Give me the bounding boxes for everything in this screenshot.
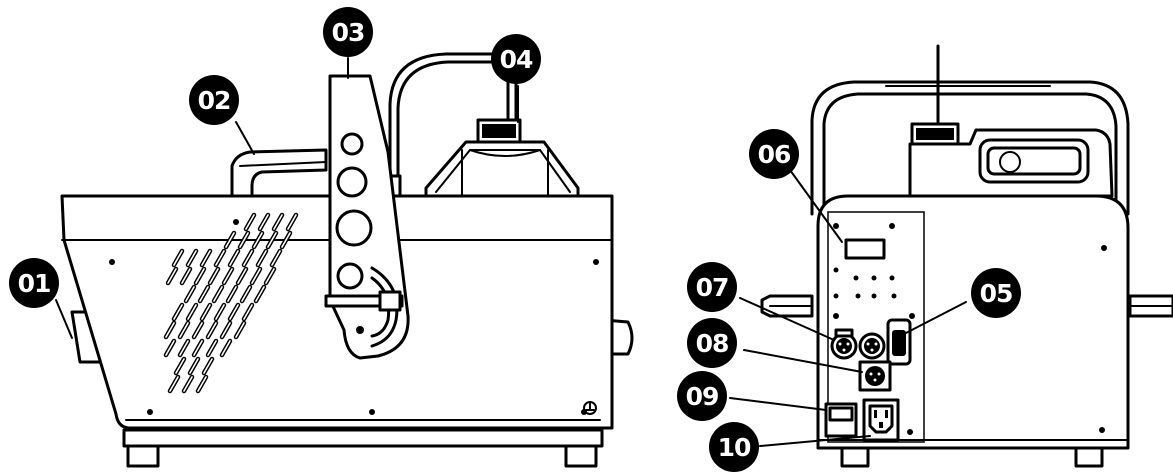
vent-slot-inner [215,304,225,320]
vent-slot-inner [265,268,275,284]
svg-text:07: 07 [696,273,729,302]
fluid-tank [424,118,580,198]
vent-slot-inner [237,268,247,284]
vent-slot-inner [173,304,183,320]
rear-tank [908,122,1114,198]
svg-text:06: 06 [758,140,791,169]
vent-slot-inner [173,250,183,266]
rear-panel [827,211,925,443]
label-09: 09 [677,371,727,421]
vent-slot-inner [241,286,251,302]
svg-text:09: 09 [686,382,719,411]
label-07: 07 [687,262,737,312]
vent-slot-inner [193,340,203,356]
vent-slot-inner [181,268,191,284]
label-plate [844,238,886,260]
vent-slot-inner [183,376,193,392]
indicator-dots [833,267,897,299]
label-02: 02 [189,75,239,125]
vent-slot-inner [165,322,175,338]
dmx-connectors [830,328,886,360]
ventilation-slots [163,212,299,394]
vent-slot-inner [221,322,231,338]
vent-slot-inner [281,232,291,248]
vent-slot-inner [195,268,205,284]
vent-slot-inner [223,268,233,284]
svg-text:02: 02 [198,86,231,115]
vent-slot-inner [243,304,253,320]
vent-slot-inner [199,286,209,302]
power-inlet [862,398,900,442]
vent-slot-inner [227,286,237,302]
label-10: 10 [709,422,759,472]
housing-screws [109,219,599,415]
label-03: 03 [323,7,373,57]
vent-slot-inner [243,250,253,266]
svg-text:03: 03 [332,18,365,47]
label-01: 01 [9,258,59,308]
vent-slot-inner [273,214,283,230]
vent-slot-inner [245,214,255,230]
vent-slot-inner [167,268,177,284]
vent-slot-inner [255,286,265,302]
power-switch [824,402,858,438]
vent-slot-inner [203,358,213,374]
vent-slot-inner [229,304,239,320]
svg-text:05: 05 [980,279,1013,308]
vent-slot-inner [189,358,199,374]
vent-slot-inner [239,232,249,248]
label-06: 06 [749,129,799,179]
vent-slot-inner [201,304,211,320]
vent-slot-inner [225,232,235,248]
vent-slot-inner [215,250,225,266]
vent-slot-inner [235,322,245,338]
vent-slot-inner [207,340,217,356]
vent-slot-inner [165,340,175,356]
mounting-bracket [324,74,410,360]
vent-slot-inner [187,250,197,266]
label-badges: 01 02 03 04 05 06 07 08 [9,7,1021,472]
svg-text:10: 10 [718,433,751,462]
label-04: 04 [491,34,541,84]
rear-foot-right [1074,446,1104,468]
vent-slot-inner [257,250,267,266]
vent-slot-inner [193,322,203,338]
vent-slot-inner [175,358,185,374]
vent-slot-inner [251,268,261,284]
svg-text:01: 01 [18,269,51,298]
ground-symbol [583,401,597,415]
vent-slot-inner [185,286,195,302]
svg-text:08: 08 [696,329,729,358]
vent-slot-inner [179,322,189,338]
side-view [55,52,634,468]
leader-lines-side [55,57,519,339]
vent-slot-inner [187,304,197,320]
vent-slot-inner [287,214,297,230]
label-05: 05 [971,268,1021,318]
vent-slot-inner [229,250,239,266]
svg-text:04: 04 [500,45,533,74]
vent-slot-inner [267,232,277,248]
vent-slot-inner [201,250,211,266]
vent-slot-inner [259,214,269,230]
vent-slot-inner [253,232,263,248]
vent-slot-inner [209,268,219,284]
vent-slot-inner [213,286,223,302]
rear-frame-handle [810,80,1130,216]
vent-slot-inner [169,376,179,392]
label-08: 08 [687,318,737,368]
base-plate [122,428,604,448]
vent-slot-inner [221,340,231,356]
leader-lines-rear [729,169,967,447]
vent-slot-inner [207,322,217,338]
vent-slot-inner [271,250,281,266]
vent-slot-inner [179,340,189,356]
rear-foot-left [840,446,870,468]
carry-handle [230,148,328,198]
rear-view [729,44,1173,468]
fuse-holder [886,318,912,366]
remote-socket [858,360,892,392]
vent-slot-inner [197,376,207,392]
